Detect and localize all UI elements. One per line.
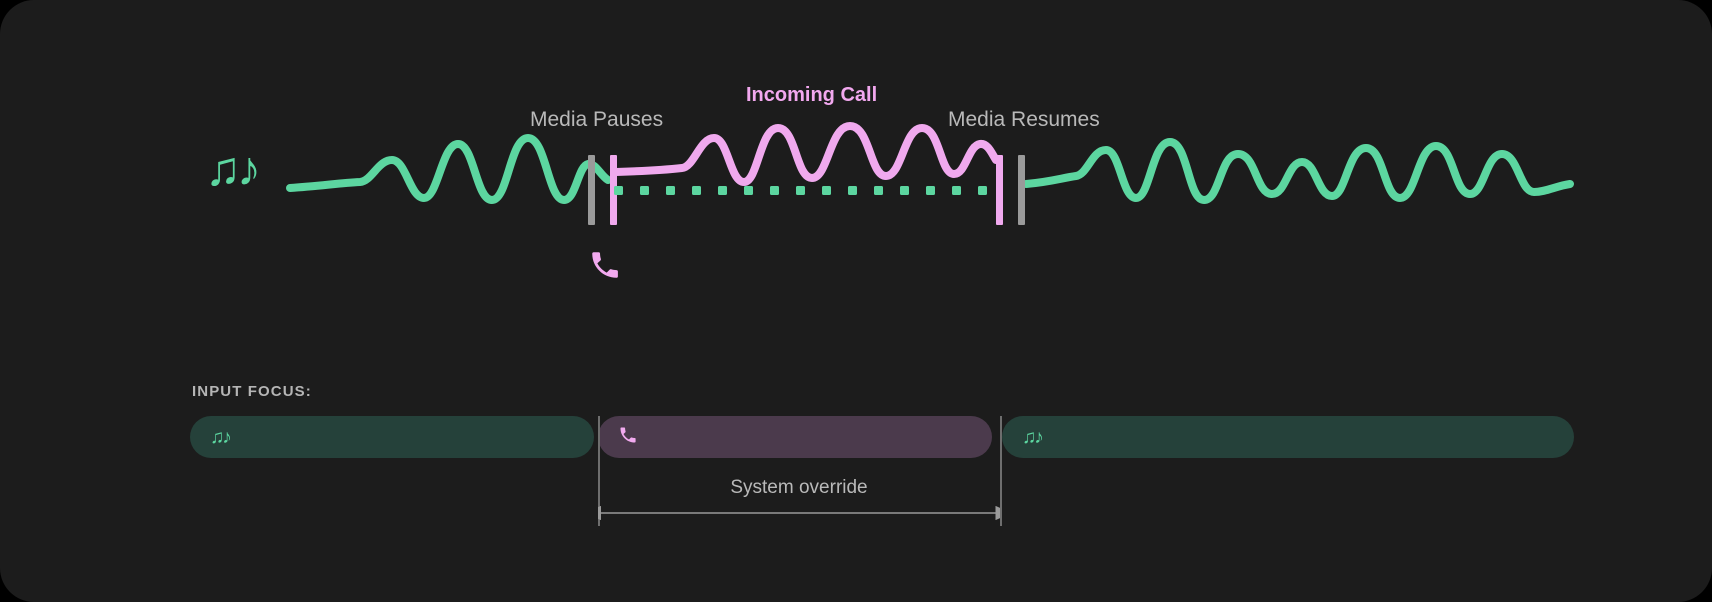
dotted-line-dot (718, 186, 727, 195)
music-notes-icon: ♫♪ (1022, 426, 1044, 448)
pause-marker-pink (610, 155, 617, 225)
waveform-media-before (286, 134, 612, 204)
phone-call-glyph (592, 252, 618, 278)
dotted-line-dot (666, 186, 675, 195)
input-focus-track: ♫♪ ♫♪ (0, 416, 1712, 458)
dotted-line-dot (900, 186, 909, 195)
label-media-pauses: Media Pauses (530, 108, 664, 131)
input-focus-title: INPUT FOCUS: (192, 383, 312, 400)
dotted-line-dot (796, 186, 805, 195)
system-override-arrow (598, 505, 1000, 521)
music-notes-icon: ♫♪ (210, 426, 232, 448)
dotted-line-dot (640, 186, 649, 195)
system-override-label: System override (730, 477, 868, 498)
music-notes-icon: ♫♪ (205, 143, 261, 196)
override-guide-right (1000, 416, 1002, 526)
phone-call-icon (588, 248, 622, 287)
waveform-call (612, 122, 1000, 186)
dotted-line-dot (822, 186, 831, 195)
override-guide-left (598, 416, 600, 526)
resume-marker-gray (1018, 155, 1025, 225)
dotted-line-dot (874, 186, 883, 195)
label-incoming-call: Incoming Call (746, 84, 878, 106)
dotted-line-dot (978, 186, 987, 195)
resume-marker-pink (996, 155, 1003, 225)
timeline-region: Media Pauses Incoming Call Media Resumes… (205, 84, 1574, 287)
dotted-line-dot (770, 186, 779, 195)
dotted-line-dot (926, 186, 935, 195)
dotted-line-dot (614, 186, 623, 195)
dotted-line-dot (848, 186, 857, 195)
label-media-resumes: Media Resumes (948, 108, 1100, 131)
focus-segment-call[interactable] (598, 416, 992, 458)
waveform-media-after (1022, 138, 1574, 204)
pause-marker-gray (588, 155, 595, 225)
phone-call-icon (618, 425, 638, 449)
dotted-line-dot (744, 186, 753, 195)
focus-segment-media-before[interactable]: ♫♪ (190, 416, 594, 458)
focus-segment-media-after[interactable]: ♫♪ (1002, 416, 1574, 458)
dotted-line-dot (692, 186, 701, 195)
dotted-line-dot (952, 186, 961, 195)
